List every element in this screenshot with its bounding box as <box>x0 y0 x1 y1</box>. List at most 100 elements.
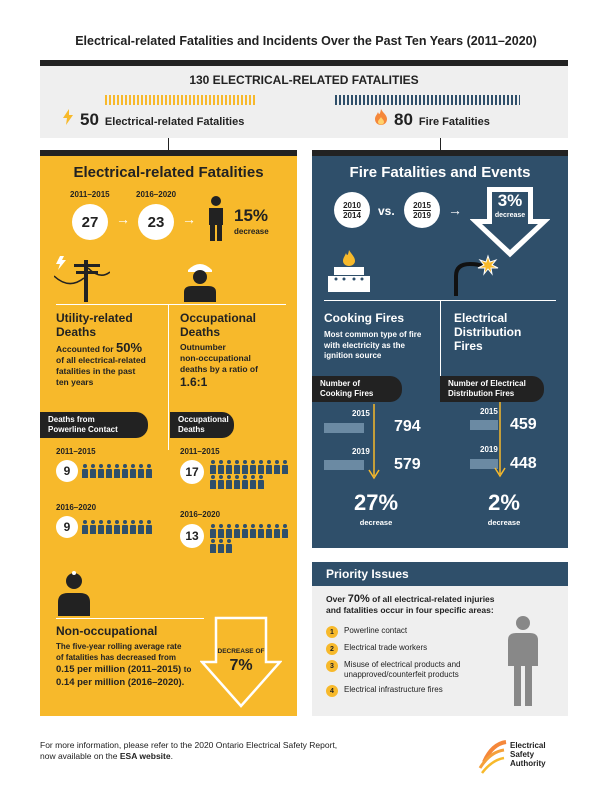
nonocc-desc-line: The five-year rolling average rate <box>56 642 182 651</box>
priority-intro-prefix: Over <box>326 594 346 604</box>
electrical-count-label: Electrical-related Fatalities <box>104 116 245 128</box>
esa-logo-text: Electrical Safety Authority <box>510 741 546 768</box>
year-label: 2015 <box>352 409 370 418</box>
stove-icon <box>328 250 370 292</box>
priority-item: 2 Electrical trade workers <box>326 643 496 655</box>
person-figure-icon <box>266 460 272 474</box>
fire-count: 80 <box>394 110 413 129</box>
divider <box>168 304 169 450</box>
pill-line: Powerline Contact <box>48 425 118 434</box>
distribution-decrease-label: decrease <box>487 518 521 527</box>
page-title: Electrical-related Fatalities and Incide… <box>75 34 537 48</box>
priority-title: Priority Issues <box>326 567 409 581</box>
period-label: 2011–2015 <box>56 447 96 456</box>
nonocc-arrow-pct: 7% <box>229 657 253 674</box>
powerline-pill: Deaths from Powerline Contact <box>40 412 148 438</box>
fire-count-label: Fire Fatalities <box>418 116 490 128</box>
utility-desc-line: ten years <box>56 377 94 387</box>
person-figure-icon <box>218 475 224 489</box>
person-figure-icon <box>226 475 232 489</box>
person-icon <box>58 571 90 616</box>
down-arrow-icon <box>368 404 380 480</box>
footer-suffix: . <box>170 751 173 761</box>
period-label: 2016–2020 <box>56 503 97 512</box>
utility-desc-line: of all electrical-related <box>56 355 146 365</box>
cooking-decrease-pct: 27% <box>353 490 399 515</box>
priority-intro-line: and fatalities occur in four specific ar… <box>326 605 494 615</box>
pill-line: Deaths from <box>48 415 95 424</box>
person-figure-icon <box>258 460 264 474</box>
person-figure-icon <box>226 460 232 474</box>
priority-item-text: Electrical trade workers <box>344 643 427 653</box>
person-figure-icon <box>130 520 136 534</box>
vs-label: vs. <box>378 204 395 218</box>
year-label: 2019 <box>480 445 498 454</box>
person-figure-icon <box>250 524 256 538</box>
pill-line: Number of Electrical <box>448 379 526 388</box>
person-figure-icon <box>226 524 232 538</box>
year-label: 2015 <box>480 407 498 416</box>
period-label: 2011–2015 <box>180 447 220 456</box>
arrow-right-icon: → <box>182 211 196 227</box>
decrease-arrow-icon <box>470 187 550 258</box>
nonocc-rate-suffix: to <box>183 665 192 674</box>
occupational-count-2011-2015: 17 <box>180 460 204 484</box>
electrical-wire-icon <box>454 254 499 296</box>
person-figure-icon <box>234 524 240 538</box>
priority-item-line: Electrical trade workers <box>344 643 428 652</box>
pill-line: Distribution Fires <box>448 389 515 398</box>
priority-item-text: Powerline contact <box>344 626 407 636</box>
person-icon <box>209 196 223 241</box>
distribution-title: Electrical Distribution Fires <box>454 311 521 353</box>
person-figure-icon <box>114 520 120 534</box>
person-figure-icon <box>82 464 88 478</box>
person-figure-icon <box>274 460 280 474</box>
arrow-right-icon: → <box>116 211 130 227</box>
distribution-value-2015: 459 <box>510 416 537 433</box>
person-figure-icon <box>106 520 112 534</box>
divider <box>440 300 441 376</box>
divider <box>343 209 361 211</box>
priority-intro-pct: 70% <box>347 593 370 605</box>
electrical-panel-title: Electrical-related Fatalities <box>73 164 264 181</box>
period-year: 2014 <box>343 210 361 220</box>
pill-line: Occupational <box>178 415 229 424</box>
person-figure-icon <box>250 475 256 489</box>
person-figure-icon <box>218 539 224 553</box>
person-figure-icon <box>106 464 112 478</box>
fatalities-2016-2020: 23 <box>138 204 174 240</box>
flame-icon <box>375 109 387 125</box>
period-year: 2010 <box>343 200 361 210</box>
cooking-bar-2019 <box>324 460 364 470</box>
person-figure-icon <box>234 475 240 489</box>
priority-number: 1 <box>326 626 338 638</box>
esa-website-link[interactable]: ESA website <box>119 751 171 761</box>
priority-number: 2 <box>326 643 338 655</box>
nonocc-title: Non-occupational <box>56 624 158 638</box>
distribution-bar-2015 <box>470 420 498 430</box>
person-figure-icon <box>274 524 280 538</box>
cooking-desc-line: with electricity as the <box>324 340 405 350</box>
decrease-arrow-icon <box>200 616 282 708</box>
person-figure-icon <box>122 520 128 534</box>
priority-item-line: Misuse of electrical products and <box>344 660 461 669</box>
nonocc-arrow-label: DECREASE OF <box>217 648 265 655</box>
utility-desc-pct: 50% <box>116 340 143 355</box>
utility-pole-icon <box>54 256 110 302</box>
utility-desc-prefix: Accounted for <box>56 344 114 354</box>
person-figure-icon <box>218 524 224 538</box>
person-figure-icon <box>250 460 256 474</box>
person-figure-icon <box>234 460 240 474</box>
utility-title-line: Deaths <box>56 325 97 339</box>
total-fatalities: 130 ELECTRICAL-RELATED FATALITIES <box>189 73 419 87</box>
priority-item-line: Powerline contact <box>344 626 408 635</box>
person-figure-icon <box>282 460 288 474</box>
cooking-desc-line: ignition source <box>324 351 382 360</box>
distribution-bar-2019 <box>470 459 498 469</box>
person-figure-icon <box>210 475 216 489</box>
person-figure-icon <box>130 464 136 478</box>
occupational-desc-line: Outnumber <box>180 342 226 352</box>
priority-number: 3 <box>326 660 338 672</box>
